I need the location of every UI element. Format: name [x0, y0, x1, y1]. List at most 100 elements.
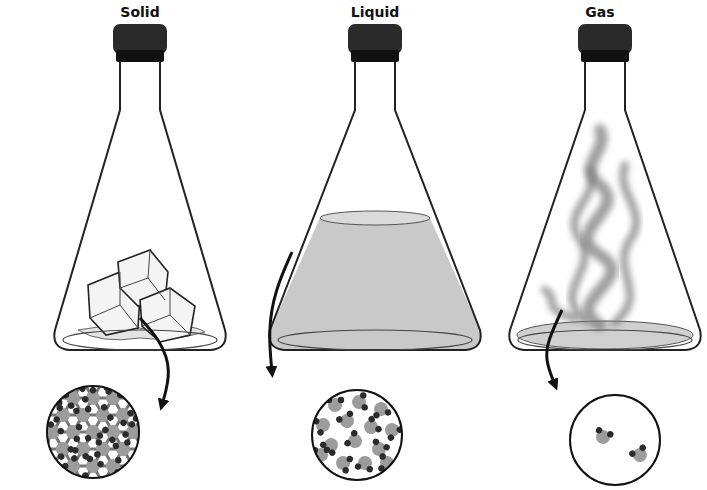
bond: [123, 381, 133, 398]
bond: [153, 381, 163, 398]
water-molecule: [354, 454, 375, 473]
bond: [43, 482, 63, 485]
bond: [83, 482, 103, 485]
ice-edge: [90, 305, 138, 328]
ice-edge: [170, 288, 171, 315]
state-label: Liquid: [351, 4, 400, 20]
zoom-arrow: [547, 310, 562, 385]
bond: [53, 466, 63, 483]
ice-cube: [140, 288, 195, 342]
water-molecule: [34, 373, 52, 388]
solid-zoom: [21, 369, 176, 490]
cork-neck: [116, 50, 164, 62]
bond: [133, 465, 153, 468]
bond: [133, 397, 153, 400]
cork: [578, 24, 632, 54]
gas-flask: [509, 24, 700, 350]
bond: [63, 482, 83, 485]
water-molecule: [23, 458, 43, 475]
flask-glass: [509, 58, 700, 350]
bond: [33, 415, 43, 432]
water-molecule: [333, 452, 354, 474]
cork: [113, 24, 167, 54]
cork-neck: [351, 50, 399, 62]
water-molecule: [64, 422, 82, 443]
vapour: [587, 130, 611, 325]
water-molecule: [54, 475, 73, 490]
water-molecule: [335, 409, 358, 431]
water-molecule: [53, 404, 72, 426]
bond: [33, 432, 43, 449]
bond: [133, 381, 143, 398]
state-label: Solid: [120, 4, 159, 20]
bond: [33, 465, 53, 468]
bond: [43, 466, 53, 483]
flask-glass: [269, 58, 480, 350]
water-molecule: [42, 455, 62, 477]
bond: [153, 415, 163, 432]
bond: [143, 482, 163, 485]
gas-zoom: [570, 395, 660, 485]
water-molecule: [73, 406, 93, 424]
bond: [143, 380, 163, 383]
bond: [143, 432, 153, 449]
water-molecule: [151, 369, 175, 393]
bond: [143, 466, 153, 483]
water-molecule: [343, 429, 366, 453]
water-molecule: [131, 370, 154, 392]
water-molecule: [153, 438, 175, 461]
bond: [143, 381, 153, 398]
bond: [123, 482, 143, 485]
flask-base: [63, 330, 217, 350]
water-molecule: [41, 420, 65, 443]
liquid-surface: [320, 211, 430, 225]
bond: [143, 415, 153, 432]
water-molecule: [153, 405, 171, 426]
zoom-arrow: [140, 318, 168, 405]
bond: [123, 380, 143, 383]
cork: [348, 24, 402, 54]
bond: [123, 466, 133, 483]
bond: [143, 398, 153, 415]
liquid: [269, 218, 480, 350]
flask-base: [278, 330, 472, 350]
water-molecule: [83, 423, 104, 442]
water-molecule: [43, 390, 62, 406]
water-molecule: [141, 454, 165, 478]
bond: [103, 380, 123, 383]
water-molecule: [53, 369, 74, 392]
state-label: Gas: [585, 4, 614, 20]
flask-base: [518, 330, 692, 350]
bond: [53, 381, 63, 398]
water-molecule: [360, 415, 383, 439]
water-molecule: [143, 422, 164, 440]
liquid-flask: [269, 24, 480, 350]
water-molecule: [125, 388, 142, 408]
bond: [143, 449, 153, 466]
bond: [153, 398, 163, 415]
liquid-zoom: [312, 390, 405, 480]
zoom-arrow: [270, 252, 292, 372]
water-molecule: [114, 372, 130, 391]
water-molecule: [151, 472, 174, 490]
water-molecule: [628, 443, 652, 465]
flask-glass: [54, 58, 225, 350]
bond: [153, 466, 163, 483]
bond: [133, 466, 143, 483]
bond: [43, 381, 53, 398]
water-molecule: [92, 403, 115, 427]
water-molecule: [351, 392, 368, 412]
bond: [33, 381, 43, 398]
water-molecule: [122, 456, 144, 477]
bond: [33, 398, 43, 415]
water-molecule: [121, 420, 144, 444]
bond: [33, 466, 43, 483]
ice-edge: [120, 272, 121, 305]
bond: [43, 380, 63, 383]
bond: [83, 380, 103, 383]
bond: [63, 380, 83, 383]
ice-edge: [120, 278, 165, 300]
water-molecule: [101, 420, 124, 444]
bond: [143, 448, 163, 451]
bond: [153, 432, 163, 449]
